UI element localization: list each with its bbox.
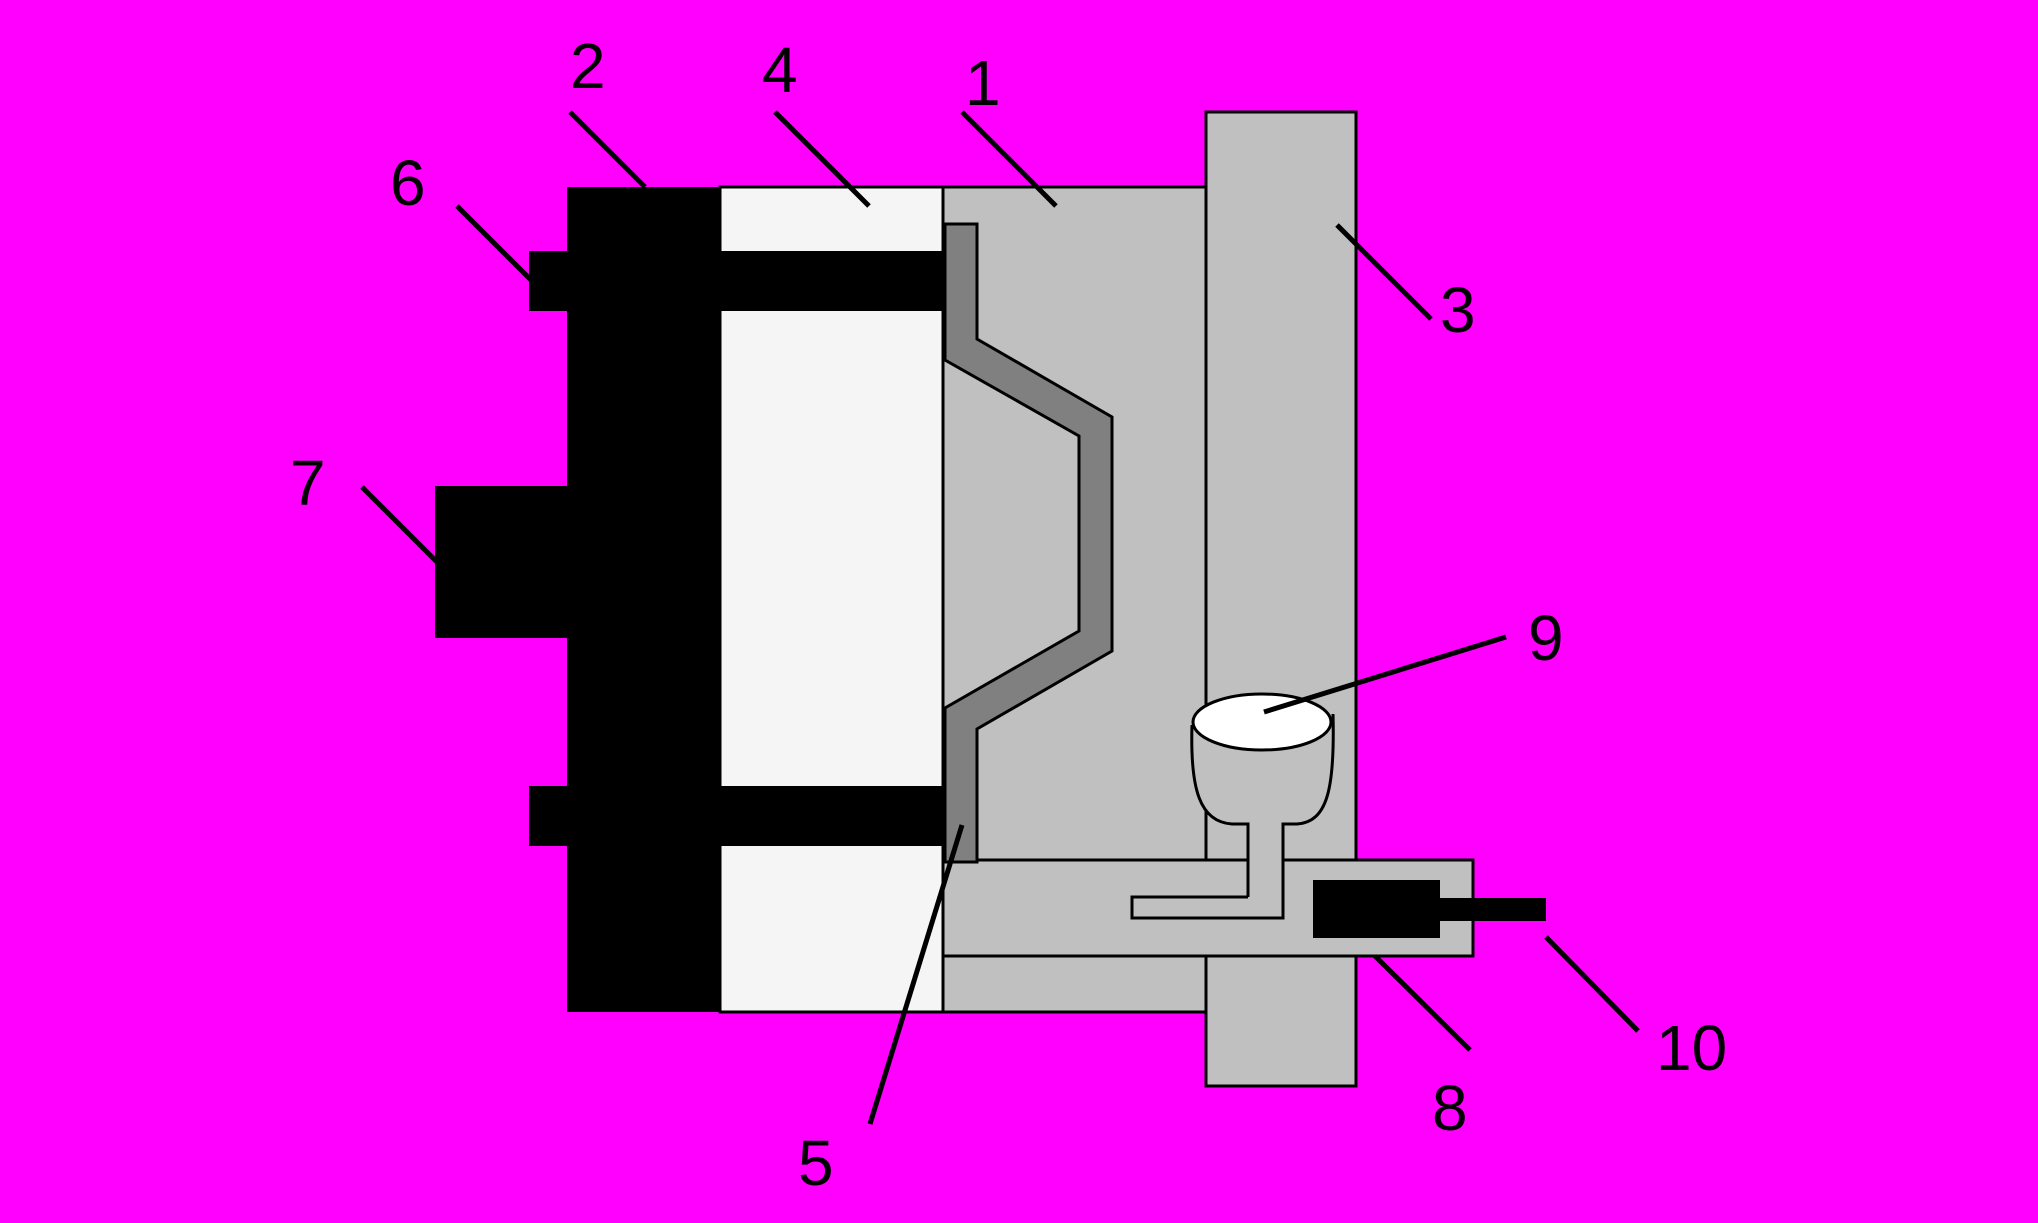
nozzle: [1313, 880, 1546, 938]
label-10: 10: [1656, 1012, 1727, 1084]
cup-opening: [1191, 692, 1333, 752]
mold-plate: [718, 185, 945, 1014]
label-8: 8: [1432, 1072, 1468, 1144]
label-7: 7: [290, 447, 326, 519]
molded-product: [943, 222, 1114, 864]
label-3: 3: [1440, 274, 1476, 346]
clamp-main: [567, 187, 721, 1012]
label-5: 5: [798, 1127, 834, 1199]
leader-7: [360, 485, 439, 564]
lower-pin: [529, 786, 569, 846]
leader-1: [960, 110, 1058, 208]
nozzle-body: [1313, 880, 1440, 938]
leader-4: [773, 110, 871, 208]
upper-pin: [529, 251, 569, 311]
label-9: 9: [1528, 602, 1564, 674]
leader-2: [568, 110, 647, 189]
leader-6: [455, 204, 534, 283]
label-2: 2: [570, 30, 606, 102]
leader-8: [1373, 954, 1472, 1052]
clamp-plate: [435, 187, 945, 1012]
ejector-block: [435, 486, 569, 638]
leader-3: [1335, 223, 1433, 321]
label-4: 4: [762, 34, 798, 106]
leader-10: [1544, 935, 1640, 1033]
leader-lines: [360, 110, 1640, 1125]
leader-5: [867, 824, 965, 1125]
leader-9: [1263, 634, 1507, 715]
label-6: 6: [390, 147, 426, 219]
nozzle-tip: [1438, 898, 1546, 921]
lower-bar: [720, 786, 945, 846]
sprue-cup: [1130, 692, 1335, 920]
label-1: 1: [965, 47, 1001, 119]
upper-bar: [720, 251, 945, 311]
sprue-runner: [1130, 895, 1285, 920]
